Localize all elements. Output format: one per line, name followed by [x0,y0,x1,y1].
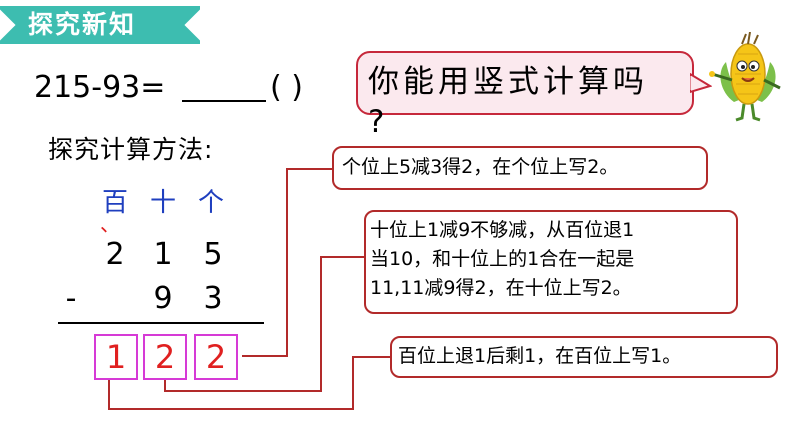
connector-ones-foot [242,355,288,357]
connector-ones-h [286,168,332,170]
speech-bubble [356,51,694,115]
method-label: 探究计算方法: [48,135,214,164]
calculation-rule [58,322,264,324]
place-label-tens: 十 [150,188,177,218]
minuend-tens: 1 [153,237,173,272]
borrow-dot: 、 [100,212,120,236]
minus-sign: - [65,281,77,316]
section-title: 探究新知 [28,10,137,39]
place-label-hundreds: 百 [102,188,129,218]
speech-bubble-question: 你能用竖式计算吗 [368,64,648,100]
note-hundreds-text: 百位上退1后剩1，在百位上写1。 [398,345,682,367]
result-tens: 2 [154,338,176,376]
result-box-hundreds [94,334,138,380]
minuend-hundreds: 2 [105,237,125,272]
corn-mascot-icon [709,32,781,122]
subtrahend-tens: 9 [153,281,173,316]
answer-parentheses: ( ) [270,70,303,105]
note-hundreds-box [390,336,778,378]
connector-tens-stub [164,378,166,392]
speech-bubble-tail [690,72,712,94]
note-ones-text: 个位上5减3得2，在个位上写2。 [342,156,619,178]
connector-ones-v [286,168,288,356]
problem-equation: 215-93= [34,70,166,105]
result-box-ones [194,334,238,380]
connector-tens-foot [164,390,322,392]
note-tens-line2: 当10，和十位上的1合在一起是 [370,248,635,270]
result-box-tens [143,334,187,380]
place-label-ones: 个 [198,188,225,218]
connector-hundreds-stub [108,380,110,410]
connector-hundreds-h [352,356,392,358]
speech-bubble-question-mark: ? [368,104,385,140]
connector-hundreds-foot [108,408,354,410]
connector-tens-h [320,256,366,258]
minuend-ones: 5 [203,237,223,272]
connector-tens-v [320,256,322,392]
result-hundreds: 1 [105,338,127,376]
section-header-bar [0,6,200,44]
note-tens-box [364,210,738,314]
answer-blank-line [182,100,266,102]
connector-hundreds-v [352,356,354,410]
note-tens-line3: 11,11减9得2，在十位上写2。 [370,277,632,299]
note-ones-box [332,146,708,190]
result-ones: 2 [205,338,227,376]
subtrahend-ones: 3 [203,281,223,316]
note-tens-line1: 十位上1减9不够减，从百位退1 [370,219,635,241]
